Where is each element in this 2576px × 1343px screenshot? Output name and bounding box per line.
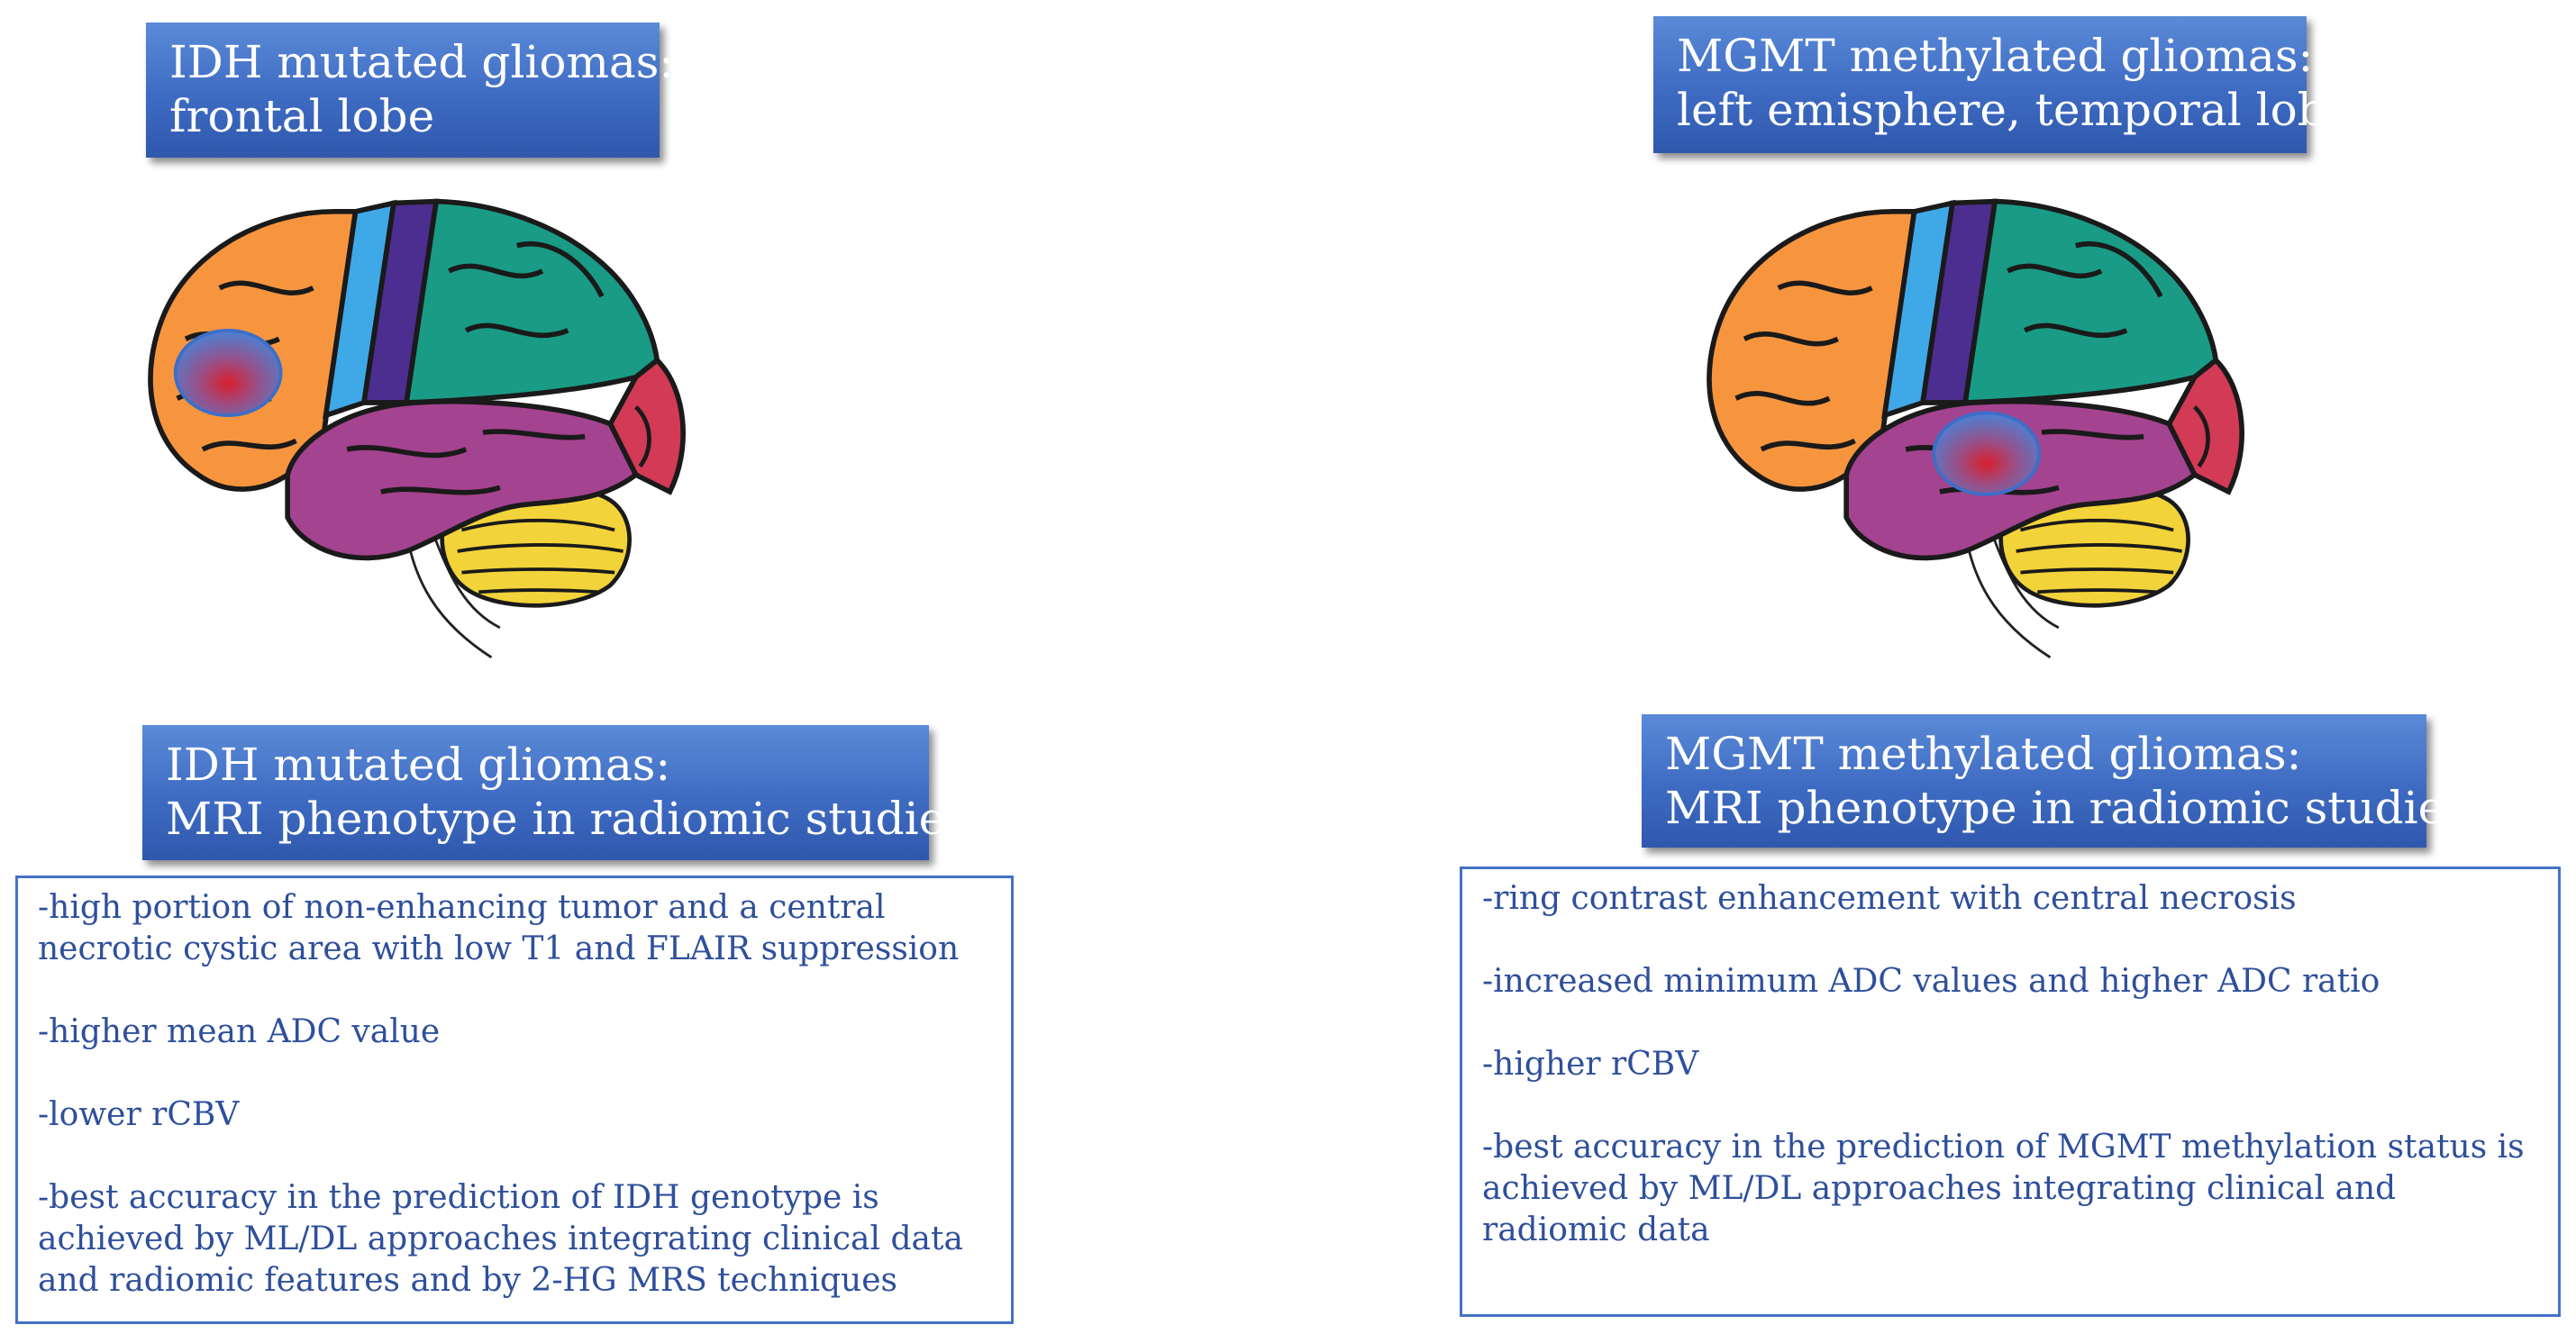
right-brain-illustration xyxy=(1685,189,2280,676)
right-findings-box: -ring contrast enhancement with central … xyxy=(1460,867,2561,1317)
left-lesion-marker xyxy=(173,328,283,418)
left-top-title-line-2: frontal lobe xyxy=(169,90,435,142)
right-finding-1: -ring contrast enhancement with central … xyxy=(1482,880,2297,917)
right-bottom-title-line-2: MRI phenotype in radiomic studies xyxy=(1665,782,2468,834)
left-bottom-title-line-2: MRI phenotype in radiomic studies xyxy=(166,793,969,845)
left-finding-1: -high portion of non-enhancing tumor and… xyxy=(38,889,960,967)
left-bottom-title-line-1: IDH mutated gliomas: xyxy=(166,739,671,791)
right-lesion-marker xyxy=(1932,411,2042,496)
right-finding-4: -best accuracy in the prediction of MGMT… xyxy=(1482,1129,2525,1248)
left-bottom-title: IDH mutated gliomas: MRI phenotype in ra… xyxy=(142,725,969,860)
left-finding-4: -best accuracy in the prediction of IDH … xyxy=(38,1179,963,1299)
right-finding-3: -higher rCBV xyxy=(1482,1046,1699,1083)
left-finding-2: -higher mean ADC value xyxy=(38,1013,441,1050)
left-findings-box: -high portion of non-enhancing tumor and… xyxy=(15,876,1014,1324)
left-top-title-line-1: IDH mutated gliomas: xyxy=(169,36,675,88)
left-brain-illustration xyxy=(126,189,721,676)
right-bottom-title-line-1: MGMT methylated gliomas: xyxy=(1665,728,2302,780)
right-top-title-line-1: MGMT methylated gliomas: xyxy=(1677,30,2314,82)
right-top-title: MGMT methylated gliomas: left emisphere,… xyxy=(1653,16,2353,153)
right-bottom-title: MGMT methylated gliomas: MRI phenotype i… xyxy=(1642,714,2468,848)
left-top-title: IDH mutated gliomas: frontal lobe xyxy=(146,23,675,158)
right-top-title-line-2: left emisphere, temporal lobe xyxy=(1677,84,2353,136)
left-finding-3: -lower rCBV xyxy=(38,1096,240,1133)
right-finding-2: -increased minimum ADC values and higher… xyxy=(1482,963,2380,1000)
